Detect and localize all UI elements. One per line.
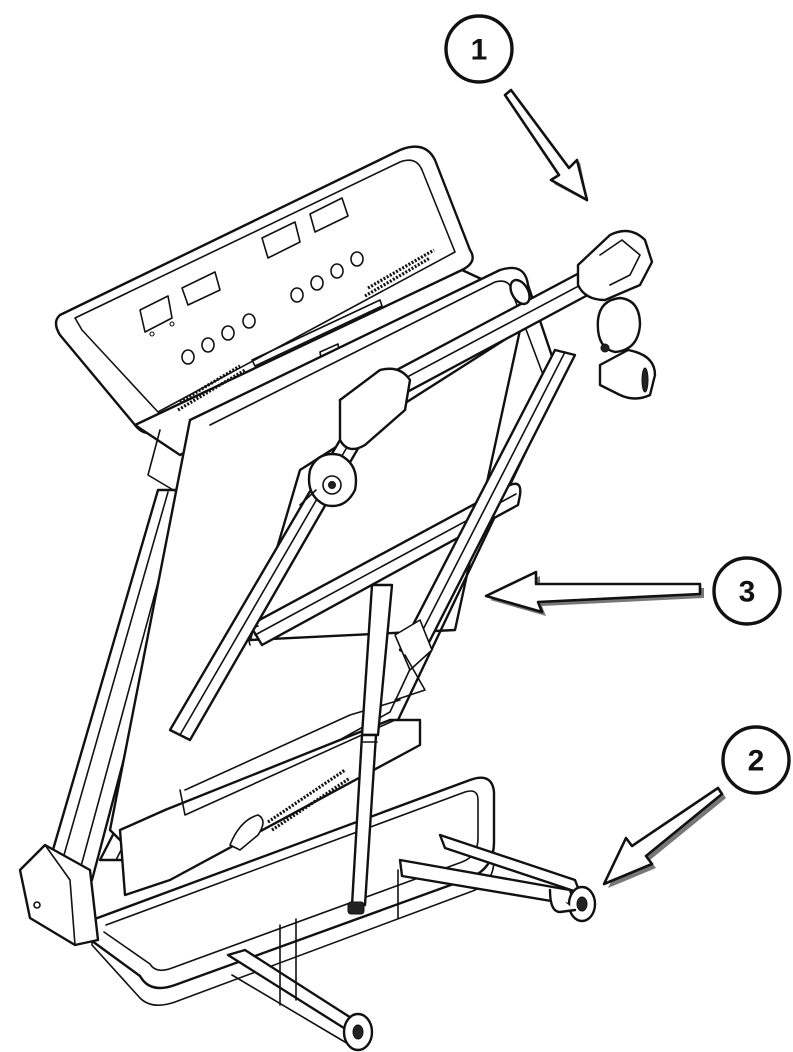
callout-1: 1 xyxy=(444,14,514,84)
left-arm-joint xyxy=(299,367,412,508)
console-displays xyxy=(139,197,349,337)
callout-2: 2 xyxy=(721,725,791,795)
callout-3-label: 3 xyxy=(739,576,756,609)
console-buttons-right xyxy=(290,251,364,303)
transport-handle xyxy=(247,482,522,647)
folded-deck xyxy=(108,266,562,897)
callout-arrow-2 xyxy=(602,786,726,888)
callout-arrow-1 xyxy=(503,88,589,202)
callout-arrow-3 xyxy=(484,570,704,616)
rear-wheel-left xyxy=(342,1012,374,1052)
callout-2-label: 2 xyxy=(748,745,765,778)
side-arms xyxy=(168,348,577,742)
right-end-cap xyxy=(576,229,657,400)
callout-3: 3 xyxy=(712,556,782,626)
base-frame xyxy=(86,776,582,1049)
console-buttons-left xyxy=(181,313,256,365)
speaker-grill xyxy=(177,248,435,412)
callout-1-label: 1 xyxy=(471,34,488,67)
rear-wheel-right xyxy=(548,885,597,923)
gas-strut xyxy=(347,583,433,915)
